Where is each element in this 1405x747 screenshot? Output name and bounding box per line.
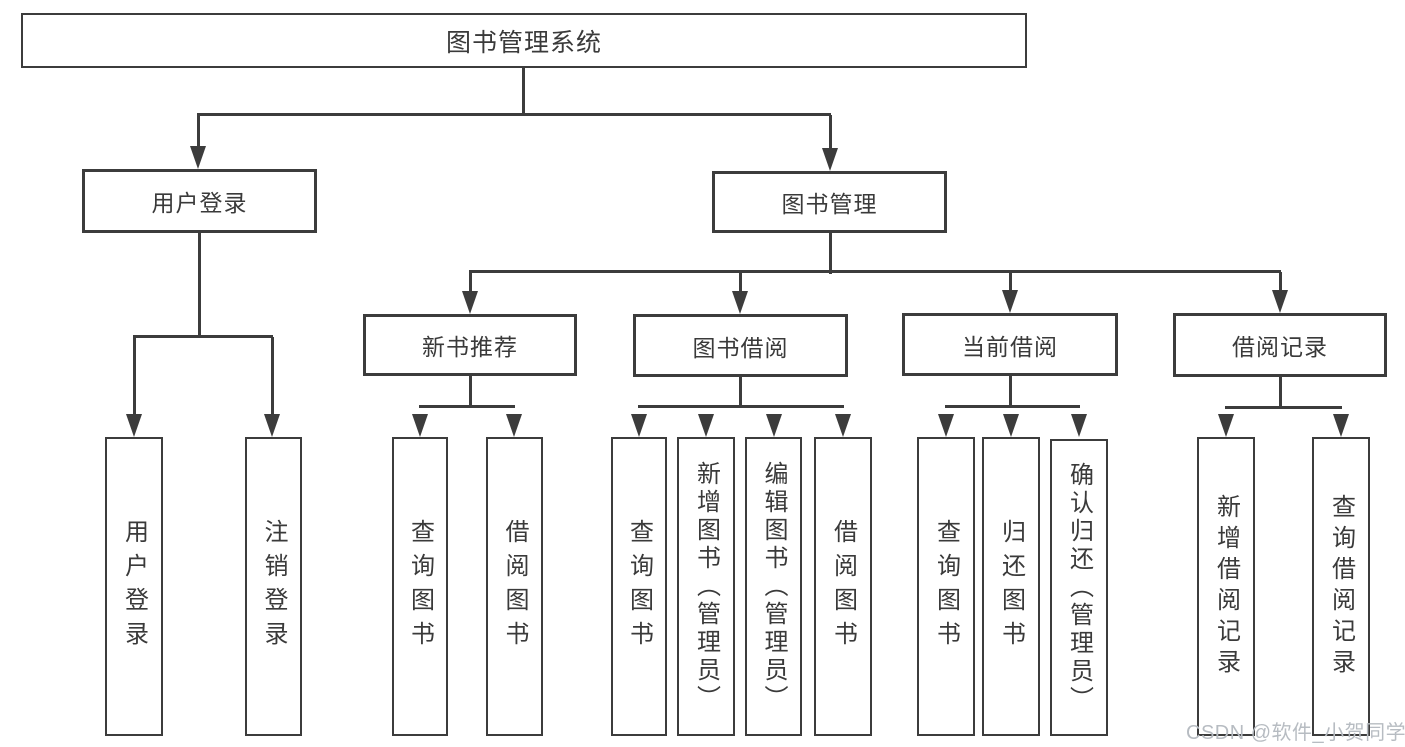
connector-line <box>828 233 832 274</box>
arrowhead-down-icon <box>1071 414 1087 437</box>
node-book-borrowing: 图书借阅 <box>633 314 848 377</box>
leaf-label: 新增图书（管理员） <box>692 460 720 713</box>
connector-line <box>132 337 136 418</box>
leaf-label: 新增借阅记录 <box>1212 493 1240 680</box>
arrowhead-down-icon <box>631 414 647 437</box>
connector-line <box>1008 376 1012 408</box>
connector-line <box>469 269 1281 273</box>
node-leaf-query-borrow-record: 查询借阅记录 <box>1312 437 1370 736</box>
node-leaf-add-books-admin: 新增图书（管理员） <box>677 437 735 736</box>
node-leaf-query-books-borrowing: 查询图书 <box>611 437 667 736</box>
arrowhead-down-icon <box>938 414 954 437</box>
leaf-label: 注销登录 <box>260 518 287 655</box>
leaf-label: 用户登录 <box>120 518 148 655</box>
arrowhead-down-icon <box>412 414 428 437</box>
connector-line <box>1225 405 1342 409</box>
connector-line <box>521 68 525 116</box>
arrowhead-down-icon <box>190 146 206 169</box>
arrowhead-down-icon <box>126 414 142 437</box>
node-borrowing-records: 借阅记录 <box>1173 313 1387 377</box>
arrowhead-down-icon <box>1333 414 1349 437</box>
node-leaf-borrow-books: 借阅图书 <box>814 437 872 736</box>
arrowhead-down-icon <box>1218 414 1234 437</box>
node-book-management: 图书管理 <box>712 171 947 233</box>
connector-line <box>1278 272 1282 295</box>
node-leaf-query-books-current: 查询图书 <box>917 437 975 736</box>
connector-line <box>468 376 472 408</box>
leaf-label: 归还图书 <box>997 518 1025 655</box>
node-leaf-borrow-books-recommend: 借阅图书 <box>486 437 543 736</box>
leaf-label: 借阅图书 <box>501 518 528 655</box>
csdn-watermark: CSDN @软件_小贺同学 <box>1186 722 1405 744</box>
leaf-label: 借阅图书 <box>829 518 857 655</box>
leaf-label: 查询图书 <box>625 518 653 655</box>
connector-line <box>197 233 201 338</box>
node-leaf-user-login: 用户登录 <box>105 437 163 736</box>
arrowhead-down-icon <box>766 414 782 437</box>
node-user-login: 用户登录 <box>82 169 317 233</box>
arrowhead-down-icon <box>1272 290 1288 313</box>
connector-line <box>738 377 742 408</box>
node-new-book-recommendation: 新书推荐 <box>363 314 577 376</box>
arrowhead-down-icon <box>698 414 714 437</box>
connector-line <box>1008 272 1012 295</box>
arrowhead-down-icon <box>822 148 838 171</box>
node-leaf-logout: 注销登录 <box>245 437 302 736</box>
connector-line <box>419 404 515 408</box>
arrowhead-down-icon <box>462 291 478 314</box>
connector-line <box>197 112 831 116</box>
connector-line <box>828 115 832 152</box>
connector-line <box>270 337 274 418</box>
leaf-label: 编辑图书（管理员） <box>760 460 787 713</box>
arrowhead-down-icon <box>1003 414 1019 437</box>
connector-line <box>638 404 844 408</box>
arrowhead-down-icon <box>506 414 522 437</box>
node-leaf-edit-books-admin: 编辑图书（管理员） <box>745 437 802 736</box>
leaf-label: 查询借阅记录 <box>1327 493 1355 680</box>
leaf-label: 查询图书 <box>932 518 960 655</box>
connector-line <box>468 272 472 295</box>
connector-line <box>196 115 200 150</box>
node-library-management-system: 图书管理系统 <box>21 13 1027 68</box>
arrowhead-down-icon <box>264 414 280 437</box>
node-leaf-return-books: 归还图书 <box>982 437 1040 736</box>
node-current-borrowing: 当前借阅 <box>902 313 1118 376</box>
node-leaf-confirm-return-admin: 确认归还（管理员） <box>1050 439 1108 736</box>
connector-line <box>1278 377 1282 409</box>
connector-line <box>133 334 273 338</box>
arrowhead-down-icon <box>835 414 851 437</box>
arrowhead-down-icon <box>732 291 748 314</box>
leaf-label: 查询图书 <box>406 518 434 655</box>
node-leaf-query-books-recommend: 查询图书 <box>392 437 448 736</box>
connector-line <box>945 404 1080 408</box>
connector-line <box>738 272 742 295</box>
node-leaf-add-borrow-record: 新增借阅记录 <box>1197 437 1255 736</box>
arrowhead-down-icon <box>1002 290 1018 313</box>
leaf-label: 确认归还（管理员） <box>1065 461 1093 714</box>
